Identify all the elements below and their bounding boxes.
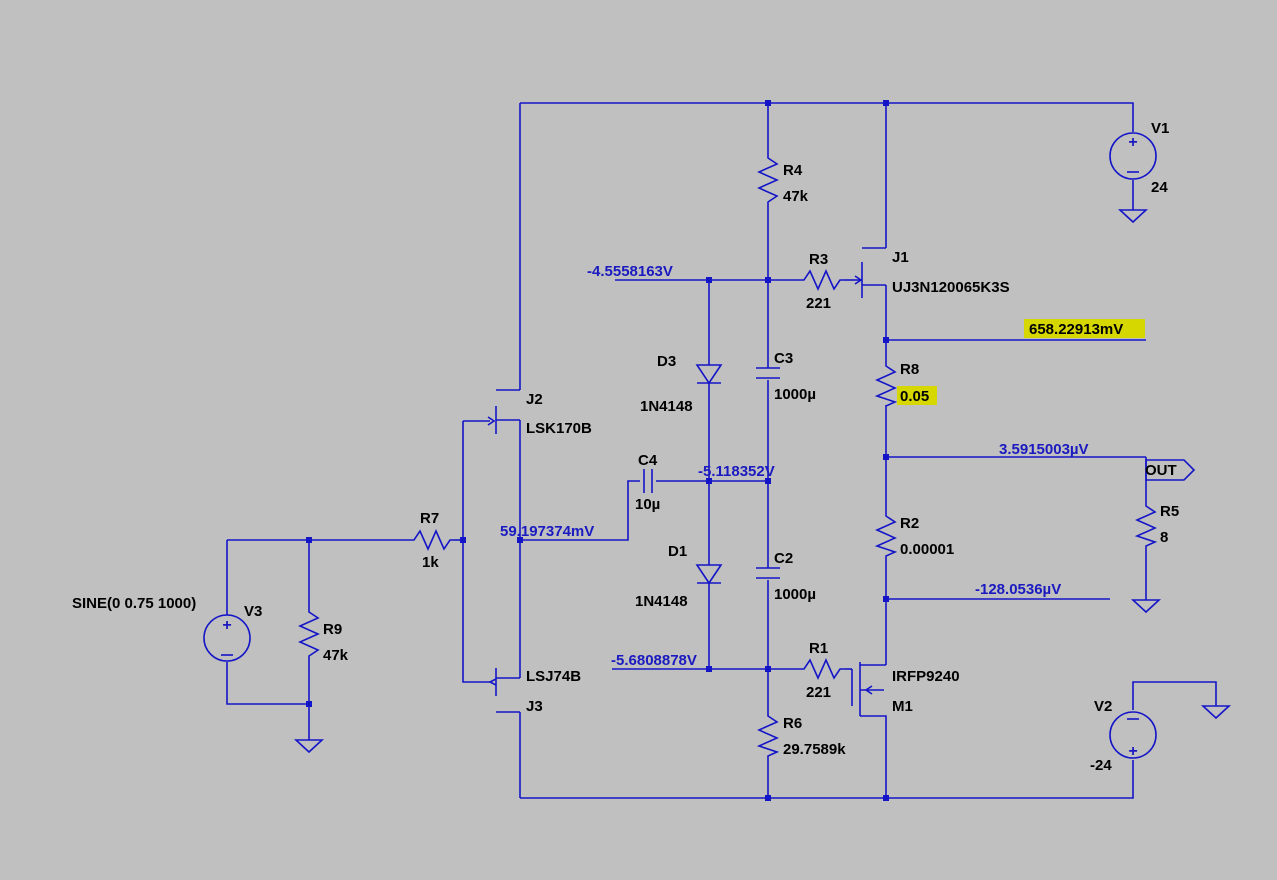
v3-name-label: V3 — [244, 603, 262, 620]
r4-symbol[interactable] — [757, 150, 779, 210]
svg-text:+: + — [1128, 134, 1137, 151]
d1-symbol[interactable] — [695, 564, 723, 585]
highlight-j1-source-voltage — [1024, 319, 1145, 338]
r3-symbol[interactable] — [798, 269, 845, 291]
j3-symbol[interactable] — [488, 668, 520, 713]
node-voltage-out: 3.5915003µV — [999, 441, 1089, 458]
c4-symbol[interactable] — [643, 469, 653, 493]
node-voltage-gate-lower: -5.6808878V — [611, 652, 697, 669]
r8-name-label: R8 — [900, 361, 919, 378]
r9-symbol[interactable] — [298, 605, 320, 665]
j3-value-label: LSJ74B — [526, 668, 581, 685]
j1-name-label: J1 — [892, 249, 909, 266]
r7-symbol[interactable] — [410, 529, 455, 551]
v1-value-label: 24 — [1151, 179, 1168, 196]
j2-value-label: LSK170B — [526, 420, 592, 437]
r9-value-label: 47k — [323, 647, 349, 664]
r6-value-label: 29.7589k — [783, 741, 846, 758]
svg-text:+: + — [222, 617, 231, 634]
r1-symbol[interactable] — [798, 658, 845, 680]
c3-value-label: 1000µ — [774, 386, 816, 403]
r6-symbol[interactable] — [756, 710, 780, 760]
svg-text:+: + — [1128, 743, 1137, 760]
highlight-r8-value — [897, 386, 937, 405]
r1-name-label: R1 — [809, 640, 828, 657]
node-voltage-input: 59.197374mV — [500, 523, 594, 540]
node-voltage-j1-source: 658.22913mV — [1029, 321, 1123, 338]
c2-value-label: 1000µ — [774, 586, 816, 603]
d3-name-label: D3 — [657, 353, 676, 370]
c2-name-label: C2 — [774, 550, 793, 567]
r2-name-label: R2 — [900, 515, 919, 532]
c4-name-label: C4 — [638, 452, 658, 469]
r7-name-label: R7 — [420, 510, 439, 527]
j1-value-label: UJ3N120065K3S — [892, 279, 1010, 296]
c3-symbol[interactable] — [756, 367, 780, 379]
v1-name-label: V1 — [1151, 120, 1169, 137]
r1-value-label: 221 — [806, 684, 831, 701]
v2-symbol[interactable]: + — [1109, 711, 1157, 760]
d3-value-label: 1N4148 — [640, 398, 693, 415]
v3-symbol[interactable]: + — [203, 614, 251, 662]
r2-symbol[interactable] — [874, 510, 898, 560]
r8-symbol[interactable] — [874, 360, 898, 407]
m1-symbol[interactable] — [851, 662, 887, 718]
j1-symbol[interactable] — [852, 247, 886, 298]
r4-name-label: R4 — [783, 162, 803, 179]
ground-v2-icon — [1200, 705, 1232, 720]
junction-dots — [306, 100, 889, 801]
r7-value-label: 1k — [422, 554, 439, 571]
r2-value-label: 0.00001 — [900, 541, 954, 558]
r9-name-label: R9 — [323, 621, 342, 638]
ground-v1-icon — [1117, 209, 1149, 224]
out-net-flag-icon[interactable] — [1145, 459, 1196, 481]
d1-value-label: 1N4148 — [635, 593, 688, 610]
d3-symbol[interactable] — [695, 364, 723, 385]
node-voltage-gate-upper: -4.5558163V — [587, 263, 673, 280]
out-net-label: OUT — [1145, 462, 1177, 479]
node-voltage-mid-bias: -5.118352V — [698, 463, 775, 480]
v2-value-label: -24 — [1090, 757, 1112, 774]
j2-symbol[interactable] — [487, 389, 520, 434]
j3-name-label: J3 — [526, 698, 543, 715]
ground-r9-icon — [293, 739, 325, 754]
m1-name-label: M1 — [892, 698, 913, 715]
r6-name-label: R6 — [783, 715, 802, 732]
ground-r5-icon — [1130, 599, 1162, 614]
r5-name-label: R5 — [1160, 503, 1179, 520]
m1-value-label: IRFP9240 — [892, 668, 960, 685]
r5-symbol[interactable] — [1134, 500, 1158, 550]
r3-name-label: R3 — [809, 251, 828, 268]
r5-value-label: 8 — [1160, 529, 1168, 546]
j2-name-label: J2 — [526, 391, 543, 408]
r4-value-label: 47k — [783, 188, 809, 205]
v1-symbol[interactable]: + — [1109, 132, 1157, 180]
r3-value-label: 221 — [806, 295, 831, 312]
c3-name-label: C3 — [774, 350, 793, 367]
node-voltage-m1-source: -128.0536µV — [975, 581, 1061, 598]
c2-symbol[interactable] — [756, 567, 780, 579]
v2-name-label: V2 — [1094, 698, 1112, 715]
r8-value-label: 0.05 — [900, 388, 929, 405]
v3-value-label: SINE(0 0.75 1000) — [72, 595, 196, 612]
d1-name-label: D1 — [668, 543, 687, 560]
c4-value-label: 10µ — [635, 496, 660, 513]
